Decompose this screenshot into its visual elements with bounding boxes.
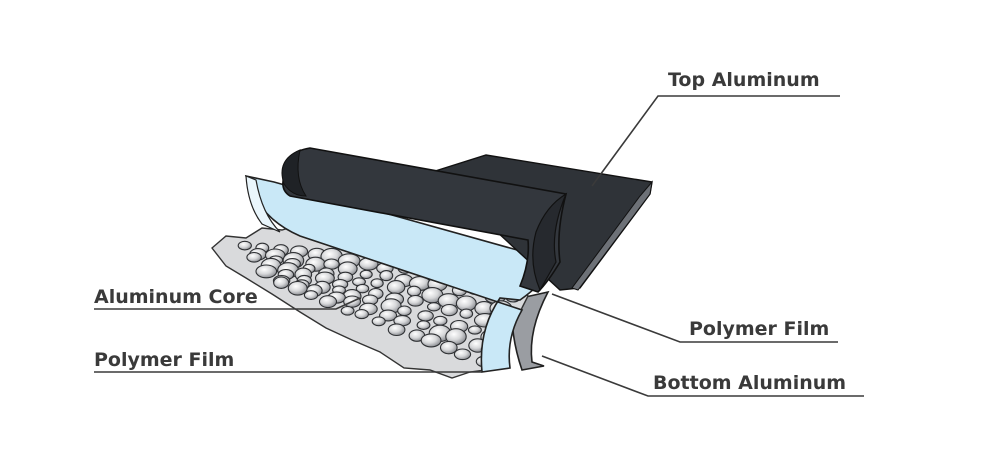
polymer-film-curl	[245, 175, 281, 233]
label-polymer-film-right: Polymer Film	[689, 318, 830, 340]
top-aluminum-roll	[281, 149, 307, 197]
core-bubble	[467, 325, 482, 335]
top-aluminum-curl-tip	[532, 192, 568, 292]
core-bubble	[397, 305, 412, 317]
core-bubble	[417, 310, 434, 322]
leader-lines	[94, 95, 864, 397]
label-top-aluminum: Top Aluminum	[668, 69, 820, 91]
label-bottom-aluminum: Bottom Aluminum	[653, 372, 847, 394]
core-bubble	[433, 315, 448, 326]
core-bubble	[439, 340, 458, 355]
label-aluminum-core: Aluminum Core	[94, 286, 258, 308]
core-bubble	[303, 290, 319, 301]
leader-bottom-aluminum	[541, 355, 864, 397]
core-bubble	[440, 303, 458, 317]
core-bubble	[340, 305, 355, 316]
core-bubble	[386, 280, 406, 295]
core-bubble	[420, 333, 442, 348]
top-aluminum-edge-layers	[571, 180, 653, 291]
core-bubble	[355, 283, 370, 294]
leader-polymer-film-right	[551, 293, 838, 343]
core-bubble	[387, 323, 406, 337]
core-bubble	[273, 276, 290, 289]
core-bubble	[459, 308, 474, 319]
top-aluminum-front	[282, 147, 567, 293]
core-bubble	[379, 270, 394, 282]
leader-aluminum-core	[94, 297, 361, 310]
core-bubble	[237, 240, 252, 251]
label-polymer-film-left: Polymer Film	[94, 349, 235, 371]
core-bubble	[246, 251, 262, 263]
core-bubble	[426, 302, 441, 312]
core-bubble	[406, 285, 422, 297]
core-bubble	[255, 264, 278, 279]
core-bubble	[359, 269, 373, 280]
core-bubble	[370, 278, 384, 289]
leader-top-aluminum	[591, 95, 840, 187]
core-bubble	[453, 348, 472, 361]
core-bubble	[371, 316, 386, 327]
core-bubble	[318, 295, 338, 309]
core-bubble	[416, 320, 431, 330]
core-bubble	[407, 294, 424, 307]
core-bubble	[354, 309, 369, 320]
core-bubble	[287, 280, 308, 296]
